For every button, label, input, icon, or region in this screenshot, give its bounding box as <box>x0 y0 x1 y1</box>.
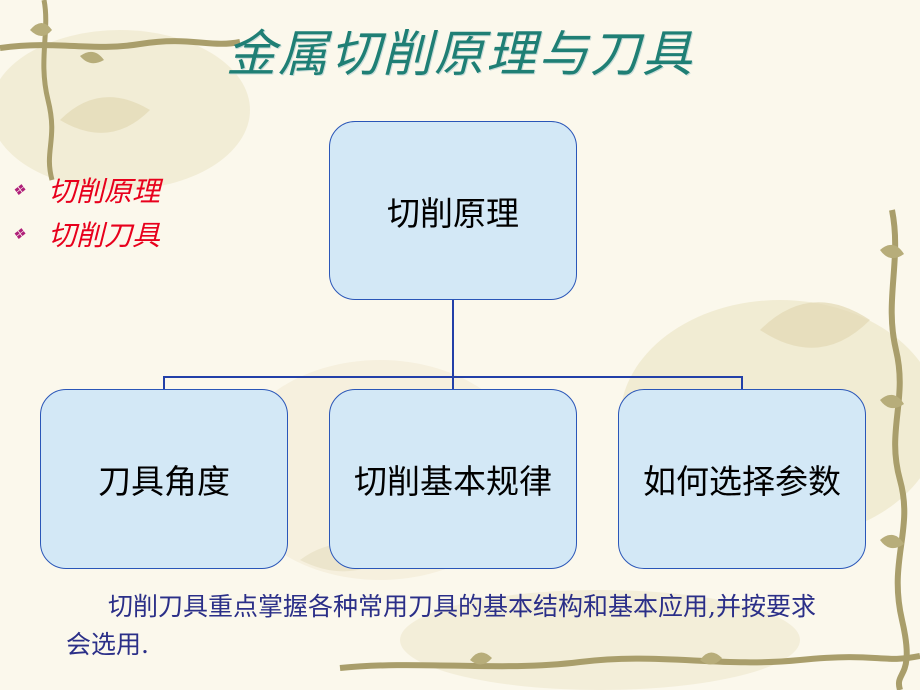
bullet-item-cutting-principle: ❖ 切削原理 <box>12 168 160 212</box>
child-box-label: 刀具角度 <box>98 462 230 501</box>
diamond-bullet-icon: ❖ <box>12 181 26 199</box>
connector-right-drop <box>741 376 743 390</box>
bullet-list: ❖ 切削原理 ❖ 切削刀具 <box>12 168 160 256</box>
root-box: 切削原理 <box>329 121 577 300</box>
child-box-choose-params: 如何选择参数 <box>618 389 866 569</box>
summary-note: 切削刀具重点掌握各种常用刀具的基本结构和基本应用,并按要求会选用. <box>66 592 816 659</box>
bullet-item-cutting-tools: ❖ 切削刀具 <box>12 212 160 256</box>
connector-root-down <box>452 299 454 377</box>
bullet-label: 切削原理 <box>48 175 161 208</box>
child-box-label: 如何选择参数 <box>643 462 841 501</box>
bullet-label: 切削刀具 <box>48 219 161 252</box>
child-box-tool-angle: 刀具角度 <box>40 389 288 569</box>
connector-middle-drop <box>452 376 454 390</box>
child-box-cutting-laws: 切削基本规律 <box>329 389 577 569</box>
child-box-label: 切削基本规律 <box>354 462 552 501</box>
root-box-label: 切削原理 <box>387 193 519 233</box>
diamond-bullet-icon: ❖ <box>12 225 26 243</box>
slide-title: 金属切削原理与刀具 <box>226 25 694 83</box>
connector-left-drop <box>163 376 165 390</box>
